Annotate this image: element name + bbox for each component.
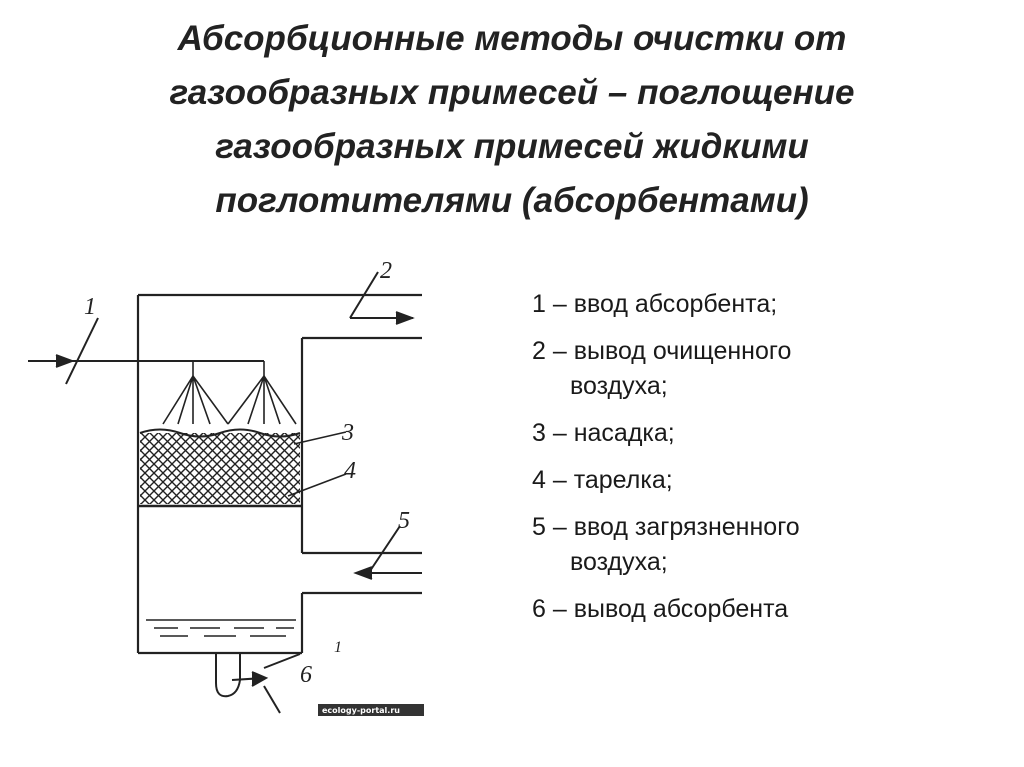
- legend-item-1: 1 – ввод абсорбента;: [532, 287, 1002, 322]
- legend-item-4: 4 – тарелка;: [532, 463, 1002, 498]
- legend-item-6: 6 – вывод абсорбента: [532, 592, 1002, 627]
- clean-air-outlet-arrow: [349, 271, 415, 325]
- title-line-3: газообразных примесей жидкими: [215, 127, 809, 166]
- legend-text: 3 – насадка;: [532, 419, 675, 447]
- column-outline: [136, 293, 422, 655]
- absorber-diagram: 1 2 3 4 5 6 1 ecology-portal.ru: [28, 248, 428, 723]
- legend-text-continued: воздуха;: [570, 372, 668, 400]
- legend-text: 4 – тарелка;: [532, 466, 673, 494]
- slide-title: Абсорбционные методы очистки от газообра…: [40, 12, 984, 228]
- title-line-4: поглотителями (абсорбентами): [215, 181, 809, 220]
- absorber-schematic: 1 2 3 4 5 6 1 ecology-portal.ru: [28, 258, 424, 716]
- absorbent-inlet-pipe: [28, 317, 264, 385]
- legend-item-3: 3 – насадка;: [532, 416, 1002, 451]
- label-1: 1: [84, 294, 96, 320]
- legend-item-5: 5 – ввод загрязненного воздуха;: [532, 510, 1002, 580]
- absorbent-outlet-pipe: [215, 653, 301, 714]
- title-line-2: газообразных примесей – поглощение: [169, 73, 855, 112]
- svg-text:ecology-portal.ru: ecology-portal.ru: [322, 706, 400, 715]
- title-line-1: Абсорбционные методы очистки от: [177, 19, 847, 58]
- watermark: ecology-portal.ru: [318, 704, 424, 716]
- liquid-sump: [146, 619, 296, 637]
- label-6: 6: [300, 662, 312, 688]
- legend-item-2: 2 – вывод очищенного воздуха;: [532, 334, 1002, 404]
- label-2: 2: [380, 258, 392, 284]
- legend-text: 1 – ввод абсорбента;: [532, 290, 778, 318]
- legend: 1 – ввод абсорбента; 2 – вывод очищенног…: [532, 287, 1002, 639]
- label-5: 5: [398, 508, 410, 534]
- legend-text: 5 – ввод загрязненного: [532, 513, 800, 541]
- legend-text-continued: воздуха;: [570, 548, 668, 576]
- polluted-air-inlet-arrow: [353, 525, 422, 580]
- label-3: 3: [341, 420, 354, 446]
- label-small-1: 1: [334, 639, 342, 656]
- legend-text: 6 – вывод абсорбента: [532, 595, 789, 623]
- label-4: 4: [344, 458, 356, 484]
- spray-nozzles: [162, 361, 297, 425]
- legend-text: 2 – вывод очищенного: [532, 337, 792, 365]
- packing-bed: [139, 428, 301, 504]
- label-leaders: [287, 431, 347, 497]
